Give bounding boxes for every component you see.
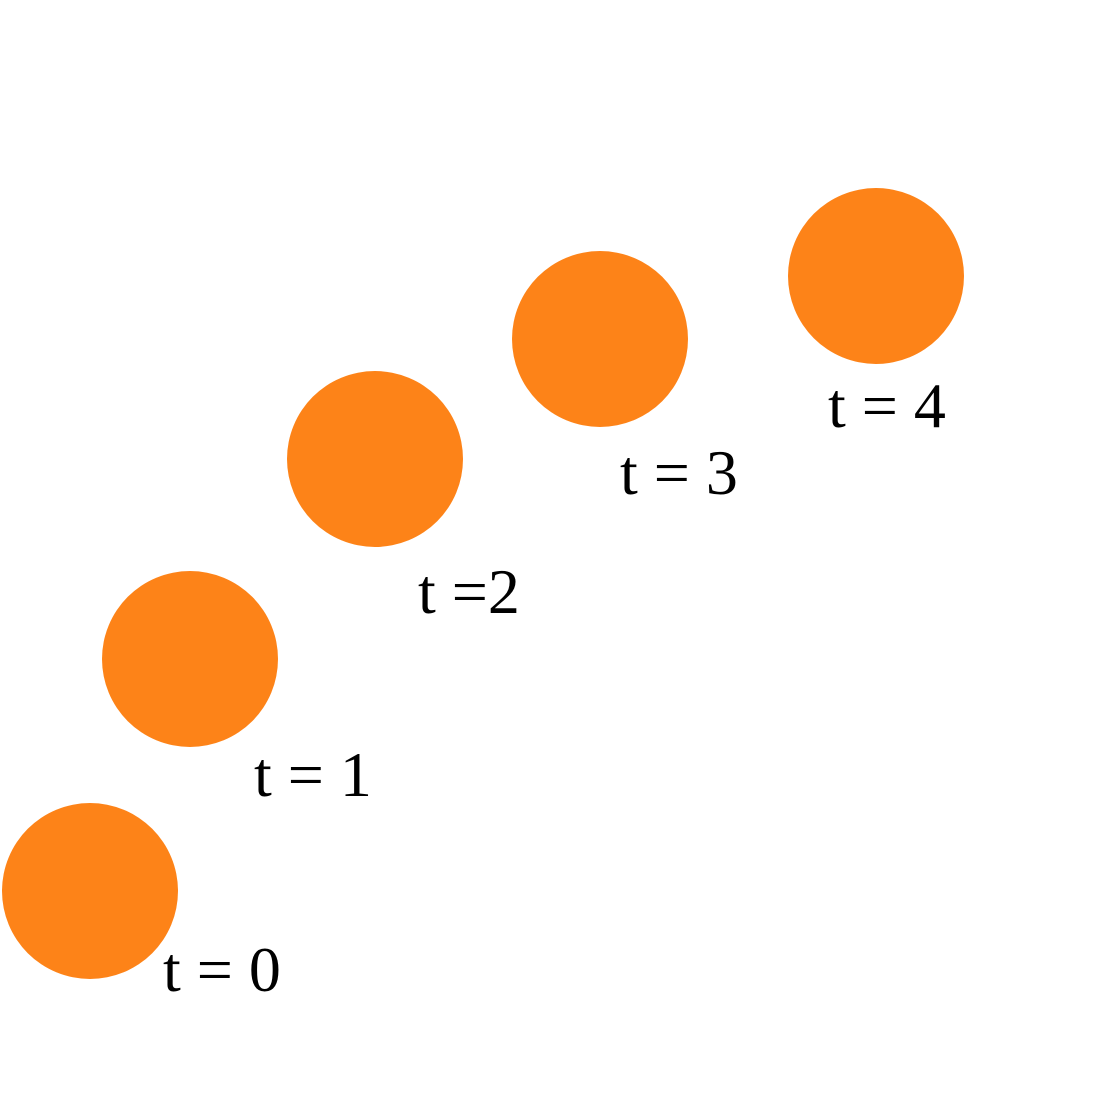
frame-t2: t =2 <box>287 371 520 627</box>
frame-t4: t = 4 <box>788 188 964 441</box>
frame-t1: t = 1 <box>102 571 372 810</box>
label-t1: t = 1 <box>254 739 372 810</box>
label-t4: t = 4 <box>828 370 946 441</box>
label-t2: t =2 <box>418 556 520 627</box>
label-t3: t = 3 <box>620 437 738 508</box>
ball-t1 <box>102 571 278 747</box>
ball-t3 <box>512 251 688 427</box>
frame-t0: t = 0 <box>2 803 281 1005</box>
frame-t3: t = 3 <box>512 251 738 508</box>
ball-t2 <box>287 371 463 547</box>
label-t0: t = 0 <box>163 934 281 1005</box>
ball-t4 <box>788 188 964 364</box>
ball-t0 <box>2 803 178 979</box>
